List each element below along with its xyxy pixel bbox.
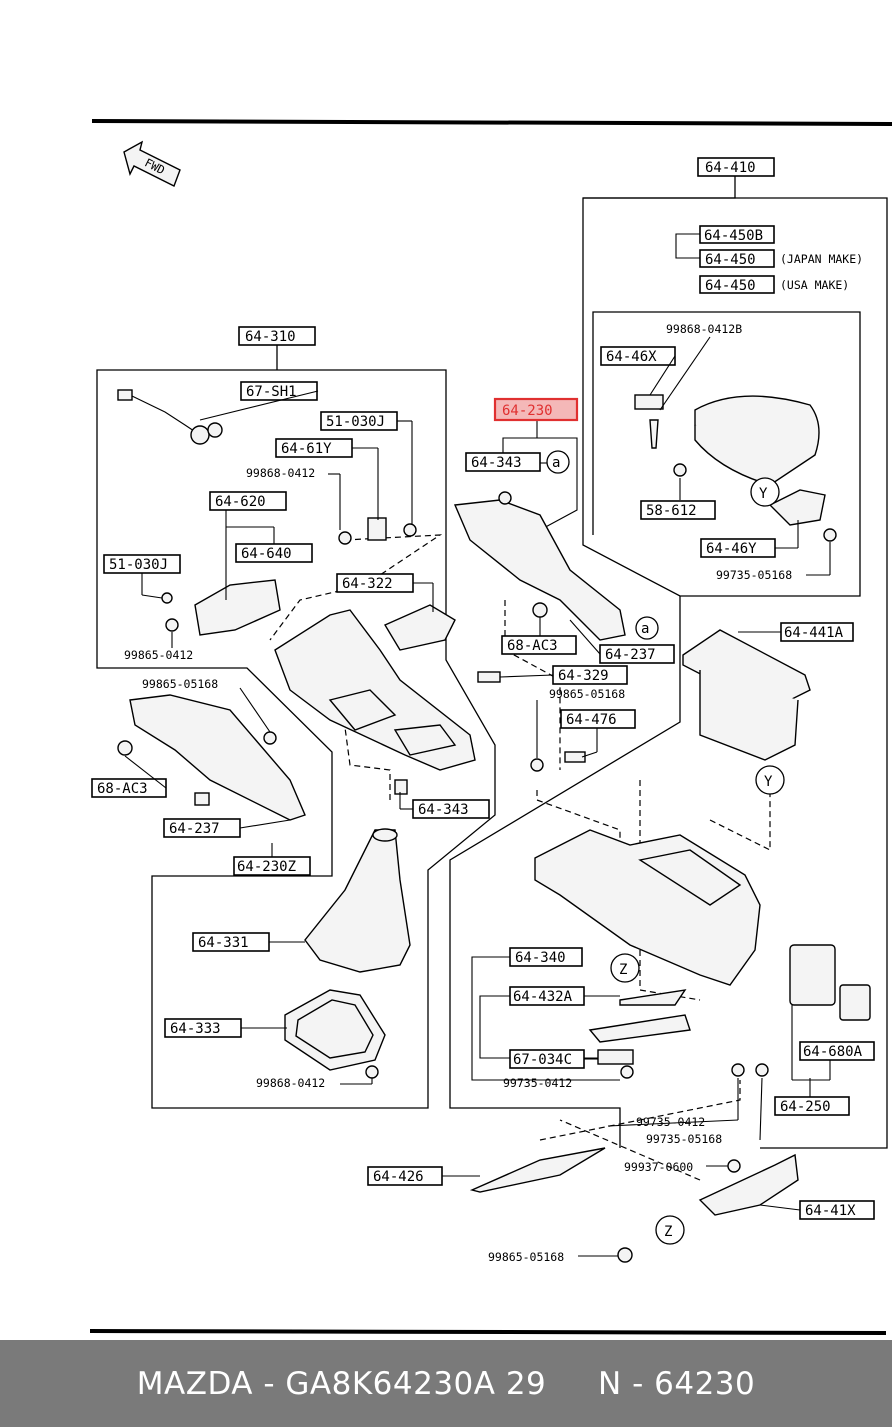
label-99868-0412-a: 99868-0412 xyxy=(246,466,315,480)
ashtray-part xyxy=(789,944,871,1021)
callout-y-bottom xyxy=(755,765,785,795)
label-67-SH1: 67-SH1 xyxy=(246,384,297,400)
mat-426-part xyxy=(469,1147,606,1193)
label-64-620: 64-620 xyxy=(215,494,266,510)
bracket-41X-part xyxy=(698,1153,799,1216)
label-99735-0412-b: 99735-0412 xyxy=(636,1115,705,1129)
label-67-034C: 67-034C xyxy=(513,1052,572,1068)
label-japan-make: (JAPAN MAKE) xyxy=(780,252,863,266)
label-64-680A: 64-680A xyxy=(803,1044,863,1060)
label-64-46X: 64-46X xyxy=(606,349,657,365)
rear-console-part xyxy=(534,829,761,986)
label-64-46Y: 64-46Y xyxy=(706,541,757,557)
label-99865-05168-b: 99865-05168 xyxy=(142,677,218,691)
label-64-310: 64-310 xyxy=(245,329,296,345)
label-usa-make: (USA MAKE) xyxy=(780,278,849,292)
label-64-331: 64-331 xyxy=(198,935,249,951)
label-64-450-usa: 64-450 xyxy=(705,278,756,294)
label-64-410: 64-410 xyxy=(705,160,756,176)
callout-y-top-label: Y xyxy=(759,486,768,502)
fwd-arrow-icon: FWD xyxy=(123,140,181,187)
callout-a-side xyxy=(635,616,659,640)
label-99868-0412B: 99868-0412B xyxy=(666,322,742,336)
bottom-rule xyxy=(89,1329,887,1335)
label-99865-05168-c: 99865-05168 xyxy=(488,1250,564,1264)
hinge-part xyxy=(634,394,826,526)
callouts: a a Y Y Z Z xyxy=(546,450,785,1245)
label-64-432A: 64-432A xyxy=(513,989,573,1005)
label-99937-0600: 99937-0600 xyxy=(624,1160,693,1174)
gearshift-boot-part xyxy=(304,828,411,973)
callout-a-side-label: a xyxy=(641,621,649,637)
callout-z-top-label: Z xyxy=(619,962,627,978)
label-64-343-a: 64-343 xyxy=(471,455,522,471)
label-64-322: 64-322 xyxy=(342,576,393,592)
callout-y-bottom-label: Y xyxy=(764,774,773,790)
label-64-329: 64-329 xyxy=(558,668,609,684)
brackets-part xyxy=(588,989,691,1065)
label-boxes: 64-410 64-450B 64-450 (JAPAN MAKE) 64-45… xyxy=(91,157,875,1264)
label-64-333: 64-333 xyxy=(170,1021,221,1037)
callout-z-bottom-label: Z xyxy=(664,1224,672,1240)
console-front-part xyxy=(274,604,476,771)
label-64-340: 64-340 xyxy=(515,950,566,966)
label-99865-05168-a: 99865-05168 xyxy=(549,687,625,701)
label-68-AC3-b: 68-AC3 xyxy=(97,781,148,797)
top-rule xyxy=(91,119,892,126)
side-panel-part xyxy=(453,499,626,641)
label-64-230: 64-230 xyxy=(502,403,553,419)
part-number-caption: MAZDA - GA8K64230A 29 N - 64230 xyxy=(136,1365,756,1402)
boot-frame-part xyxy=(284,989,386,1071)
parts-diagram: FWD xyxy=(89,119,892,1335)
label-64-450-japan: 64-450 xyxy=(705,252,756,268)
callout-z-bottom xyxy=(655,1215,685,1245)
label-51-030J-b: 51-030J xyxy=(109,557,168,573)
callout-a-top xyxy=(546,450,570,474)
label-64-61Y: 64-61Y xyxy=(281,441,332,457)
label-99735-05168-a: 99735-05168 xyxy=(716,568,792,582)
label-64-41X: 64-41X xyxy=(805,1203,856,1219)
callout-z-top xyxy=(610,953,640,983)
footer-bar: MAZDA - GA8K64230A 29 N - 64230 xyxy=(0,1340,892,1427)
label-58-612: 58-612 xyxy=(646,503,697,519)
label-64-426: 64-426 xyxy=(373,1169,424,1185)
callout-a-top-label: a xyxy=(552,455,560,471)
label-64-250: 64-250 xyxy=(780,1099,831,1115)
label-99868-0412-b: 99868-0412 xyxy=(256,1076,325,1090)
label-64-441A: 64-441A xyxy=(784,625,844,641)
callout-y-top xyxy=(750,477,780,507)
box-441A-part xyxy=(682,629,811,761)
label-68-AC3-a: 68-AC3 xyxy=(507,638,558,654)
label-64-640: 64-640 xyxy=(241,546,292,562)
label-99735-0412-a: 99735-0412 xyxy=(503,1076,572,1090)
label-64-476: 64-476 xyxy=(566,712,617,728)
label-64-230Z: 64-230Z xyxy=(237,859,296,875)
armrest-part xyxy=(694,395,820,486)
lower-panel-part xyxy=(129,694,306,821)
harness-part xyxy=(117,389,223,445)
switch-640-part xyxy=(194,579,281,636)
fasteners xyxy=(117,463,837,1263)
label-64-450B: 64-450B xyxy=(704,228,763,244)
label-99735-05168-b: 99735-05168 xyxy=(646,1132,722,1146)
label-64-237-b: 64-237 xyxy=(169,821,220,837)
label-99865-0412: 99865-0412 xyxy=(124,648,193,662)
leader-lines xyxy=(124,336,831,1257)
highlight-box-64-230 xyxy=(493,397,579,422)
label-64-237-a: 64-237 xyxy=(605,647,656,663)
label-64-343-b: 64-343 xyxy=(418,802,469,818)
label-51-030J-a: 51-030J xyxy=(326,414,385,430)
